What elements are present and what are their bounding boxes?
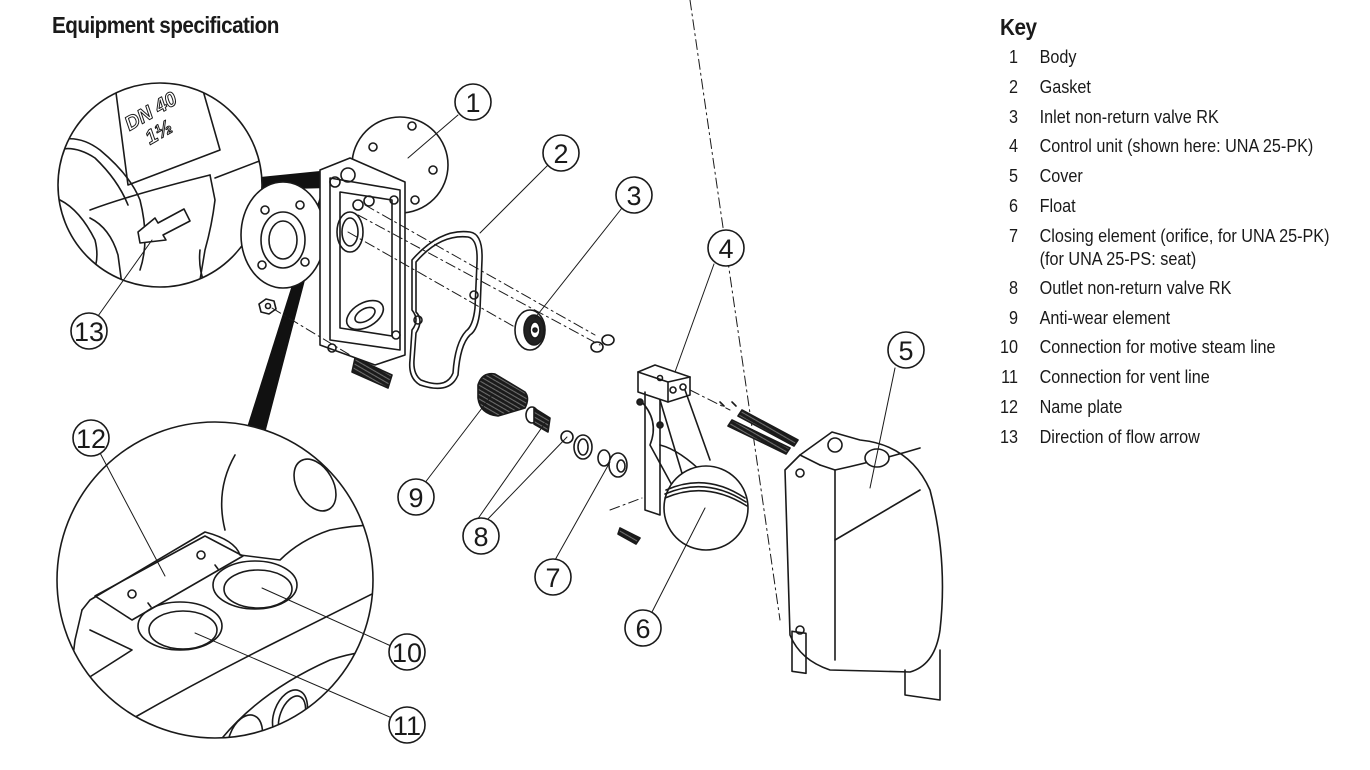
vent-line-connection	[137, 601, 223, 651]
svg-text:7: 7	[545, 563, 560, 593]
key-item-label: Cover	[1039, 166, 1083, 187]
key-item-label-line2: (for UNA 25-PS: seat)	[1039, 248, 1197, 269]
outlet-non-return-valve	[525, 406, 593, 460]
stud-bolt	[351, 357, 393, 389]
key-item-number: 7	[1008, 225, 1018, 246]
leader-lines	[97, 114, 896, 719]
callout-8: 8	[462, 517, 500, 555]
callout-1: 1	[454, 83, 492, 121]
key-item-label: Name plate	[1039, 396, 1123, 417]
motive-steam-connection	[212, 560, 298, 610]
svg-text:2: 2	[553, 139, 568, 169]
key-item-number: 9	[1008, 307, 1018, 328]
key-item: 7 Closing element (orifice, for UNA 25-PK…	[1000, 222, 1330, 274]
key-item-label: Inlet non-return valve RK	[1039, 106, 1219, 127]
screw	[617, 527, 641, 545]
key-item-label: Outlet non-return valve RK	[1039, 277, 1232, 298]
key-item-number: 5	[1008, 166, 1018, 187]
key-legend: Key 1 Body 2 Gasket 3 Inlet non-return valv…	[1000, 14, 1366, 453]
key-item-label: Anti-wear element	[1039, 307, 1171, 328]
svg-text:13: 13	[74, 317, 104, 347]
key-item-label: Body	[1039, 47, 1077, 67]
svg-text:12: 12	[76, 424, 106, 454]
detail-circle-top	[57, 82, 263, 288]
callout-12: 12	[72, 419, 110, 457]
svg-text:10: 10	[392, 638, 422, 668]
key-item-label: Connection for motive steam line	[1039, 337, 1276, 358]
key-item: 9 Anti-wear element	[1000, 304, 1330, 334]
body-part	[240, 116, 449, 389]
callout-10: 10	[388, 633, 426, 671]
svg-text:5: 5	[898, 336, 913, 366]
name-plate	[94, 535, 244, 621]
svg-text:8: 8	[473, 522, 488, 552]
key-item: 3 Inlet non-return valve RK	[1000, 103, 1330, 133]
callout-2: 2	[542, 134, 580, 172]
callout-6: 6	[624, 609, 662, 647]
key-item: 5 Cover	[1000, 162, 1330, 192]
callout-11: 11	[388, 706, 426, 744]
key-item-label: Connection for vent line	[1039, 367, 1210, 388]
key-item-number: 10	[1000, 337, 1019, 358]
screw	[727, 419, 791, 455]
callout-5: 5	[887, 331, 925, 369]
key-item-number: 13	[1000, 426, 1019, 447]
key-item-number: 2	[1008, 76, 1018, 97]
svg-text:3: 3	[626, 181, 641, 211]
assembly-axis-lines	[271, 0, 781, 621]
callout-13: 13	[70, 312, 108, 350]
inlet-non-return-valve	[514, 309, 615, 353]
key-item: 10 Connection for motive steam line	[1000, 333, 1330, 363]
callout-4: 4	[707, 229, 745, 267]
key-item: 4 Control unit (shown here: UNA 25-PK)	[1000, 132, 1330, 162]
key-item-number: 1	[1008, 47, 1018, 67]
key-item: 13 Direction of flow arrow	[1000, 423, 1330, 453]
key-item-number: 6	[1008, 195, 1018, 216]
page-title: Equipment specification	[52, 12, 279, 38]
float-part	[663, 465, 749, 551]
key-item-label: Float	[1039, 195, 1076, 216]
cover-part	[784, 431, 944, 701]
key-item: 12 Name plate	[1000, 393, 1330, 423]
svg-text:11: 11	[393, 711, 421, 741]
key-item: 6 Float	[1000, 192, 1330, 222]
key-item: 1 Body	[1000, 43, 1330, 73]
key-item-number: 11	[1001, 367, 1018, 388]
gasket-part	[408, 230, 483, 390]
key-item-number: 8	[1008, 277, 1018, 298]
svg-text:9: 9	[408, 483, 423, 513]
key-item-label: Control unit (shown here: UNA 25-PK)	[1039, 136, 1314, 157]
key-title: Key	[1000, 14, 1037, 40]
closing-element	[597, 449, 628, 478]
key-item: 2 Gasket	[1000, 73, 1330, 103]
key-item: 8 Outlet non-return valve RK	[1000, 274, 1330, 304]
detail-view-flow-arrow: DN 40 1½	[57, 82, 330, 288]
svg-text:6: 6	[635, 614, 650, 644]
key-item-number: 3	[1008, 106, 1018, 127]
svg-text:1: 1	[465, 88, 480, 118]
callout-7: 7	[534, 558, 572, 596]
callout-9: 9	[397, 478, 435, 516]
key-item-label: Closing element (orifice, for UNA 25-PK)	[1039, 225, 1330, 246]
key-item-number: 12	[1000, 396, 1019, 417]
nut	[258, 298, 277, 315]
anti-wear-element	[477, 372, 529, 417]
callout-3: 3	[615, 176, 653, 214]
key-item: 11 Connection for vent line	[1000, 363, 1330, 393]
key-item-label: Direction of flow arrow	[1039, 426, 1200, 447]
flow-arrow-icon	[137, 208, 191, 244]
svg-text:4: 4	[718, 234, 733, 264]
key-item-number: 4	[1008, 136, 1018, 157]
control-unit	[617, 364, 799, 545]
detail-circle-bottom	[56, 421, 374, 739]
screw	[737, 409, 799, 447]
key-item-label: Gasket	[1039, 76, 1091, 97]
